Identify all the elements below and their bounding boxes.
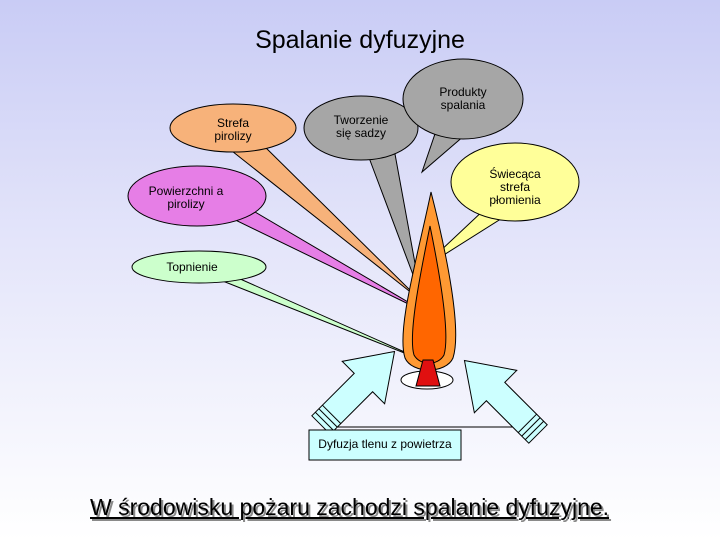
footer-caption: W środowisku pożaru zachodzi spalanie dy… xyxy=(90,494,610,520)
swiecaca-strefa-balloon xyxy=(450,142,580,222)
topnienie-pointer xyxy=(199,271,428,363)
topnienie-balloon xyxy=(131,250,267,284)
label-dyfuzja-tlenu: Dyfuzja tlenu z powietrza xyxy=(318,437,452,451)
label-produkty-spalania: Produkty spalania xyxy=(439,85,487,112)
dyfuzja-box xyxy=(308,429,462,461)
label-swiecaca-strefa: Świecąca strefa płomienia xyxy=(489,167,541,207)
tworzenie-sadzy-balloon xyxy=(303,95,419,161)
label-topnienie: Topnienie xyxy=(166,260,218,274)
label-tworzenie-sadzy: Tworzenie się sadzy xyxy=(333,113,389,140)
strefa-pirolizy-balloon xyxy=(169,103,297,153)
label-strefa-pirolizy: Strefa pirolizy xyxy=(214,116,252,143)
produkty-spalania-balloon xyxy=(402,58,524,140)
oxygen-arrow-left xyxy=(311,350,396,435)
label-powierzchnia-pirolizy: Powierzchni a pirolizy xyxy=(148,184,224,211)
oxygen-arrow-right xyxy=(463,359,548,444)
fuel-wick xyxy=(415,359,441,387)
page-title: Spalanie dyfuzyjne xyxy=(255,26,465,54)
powierzchnia-pirolizy-balloon xyxy=(127,165,267,227)
